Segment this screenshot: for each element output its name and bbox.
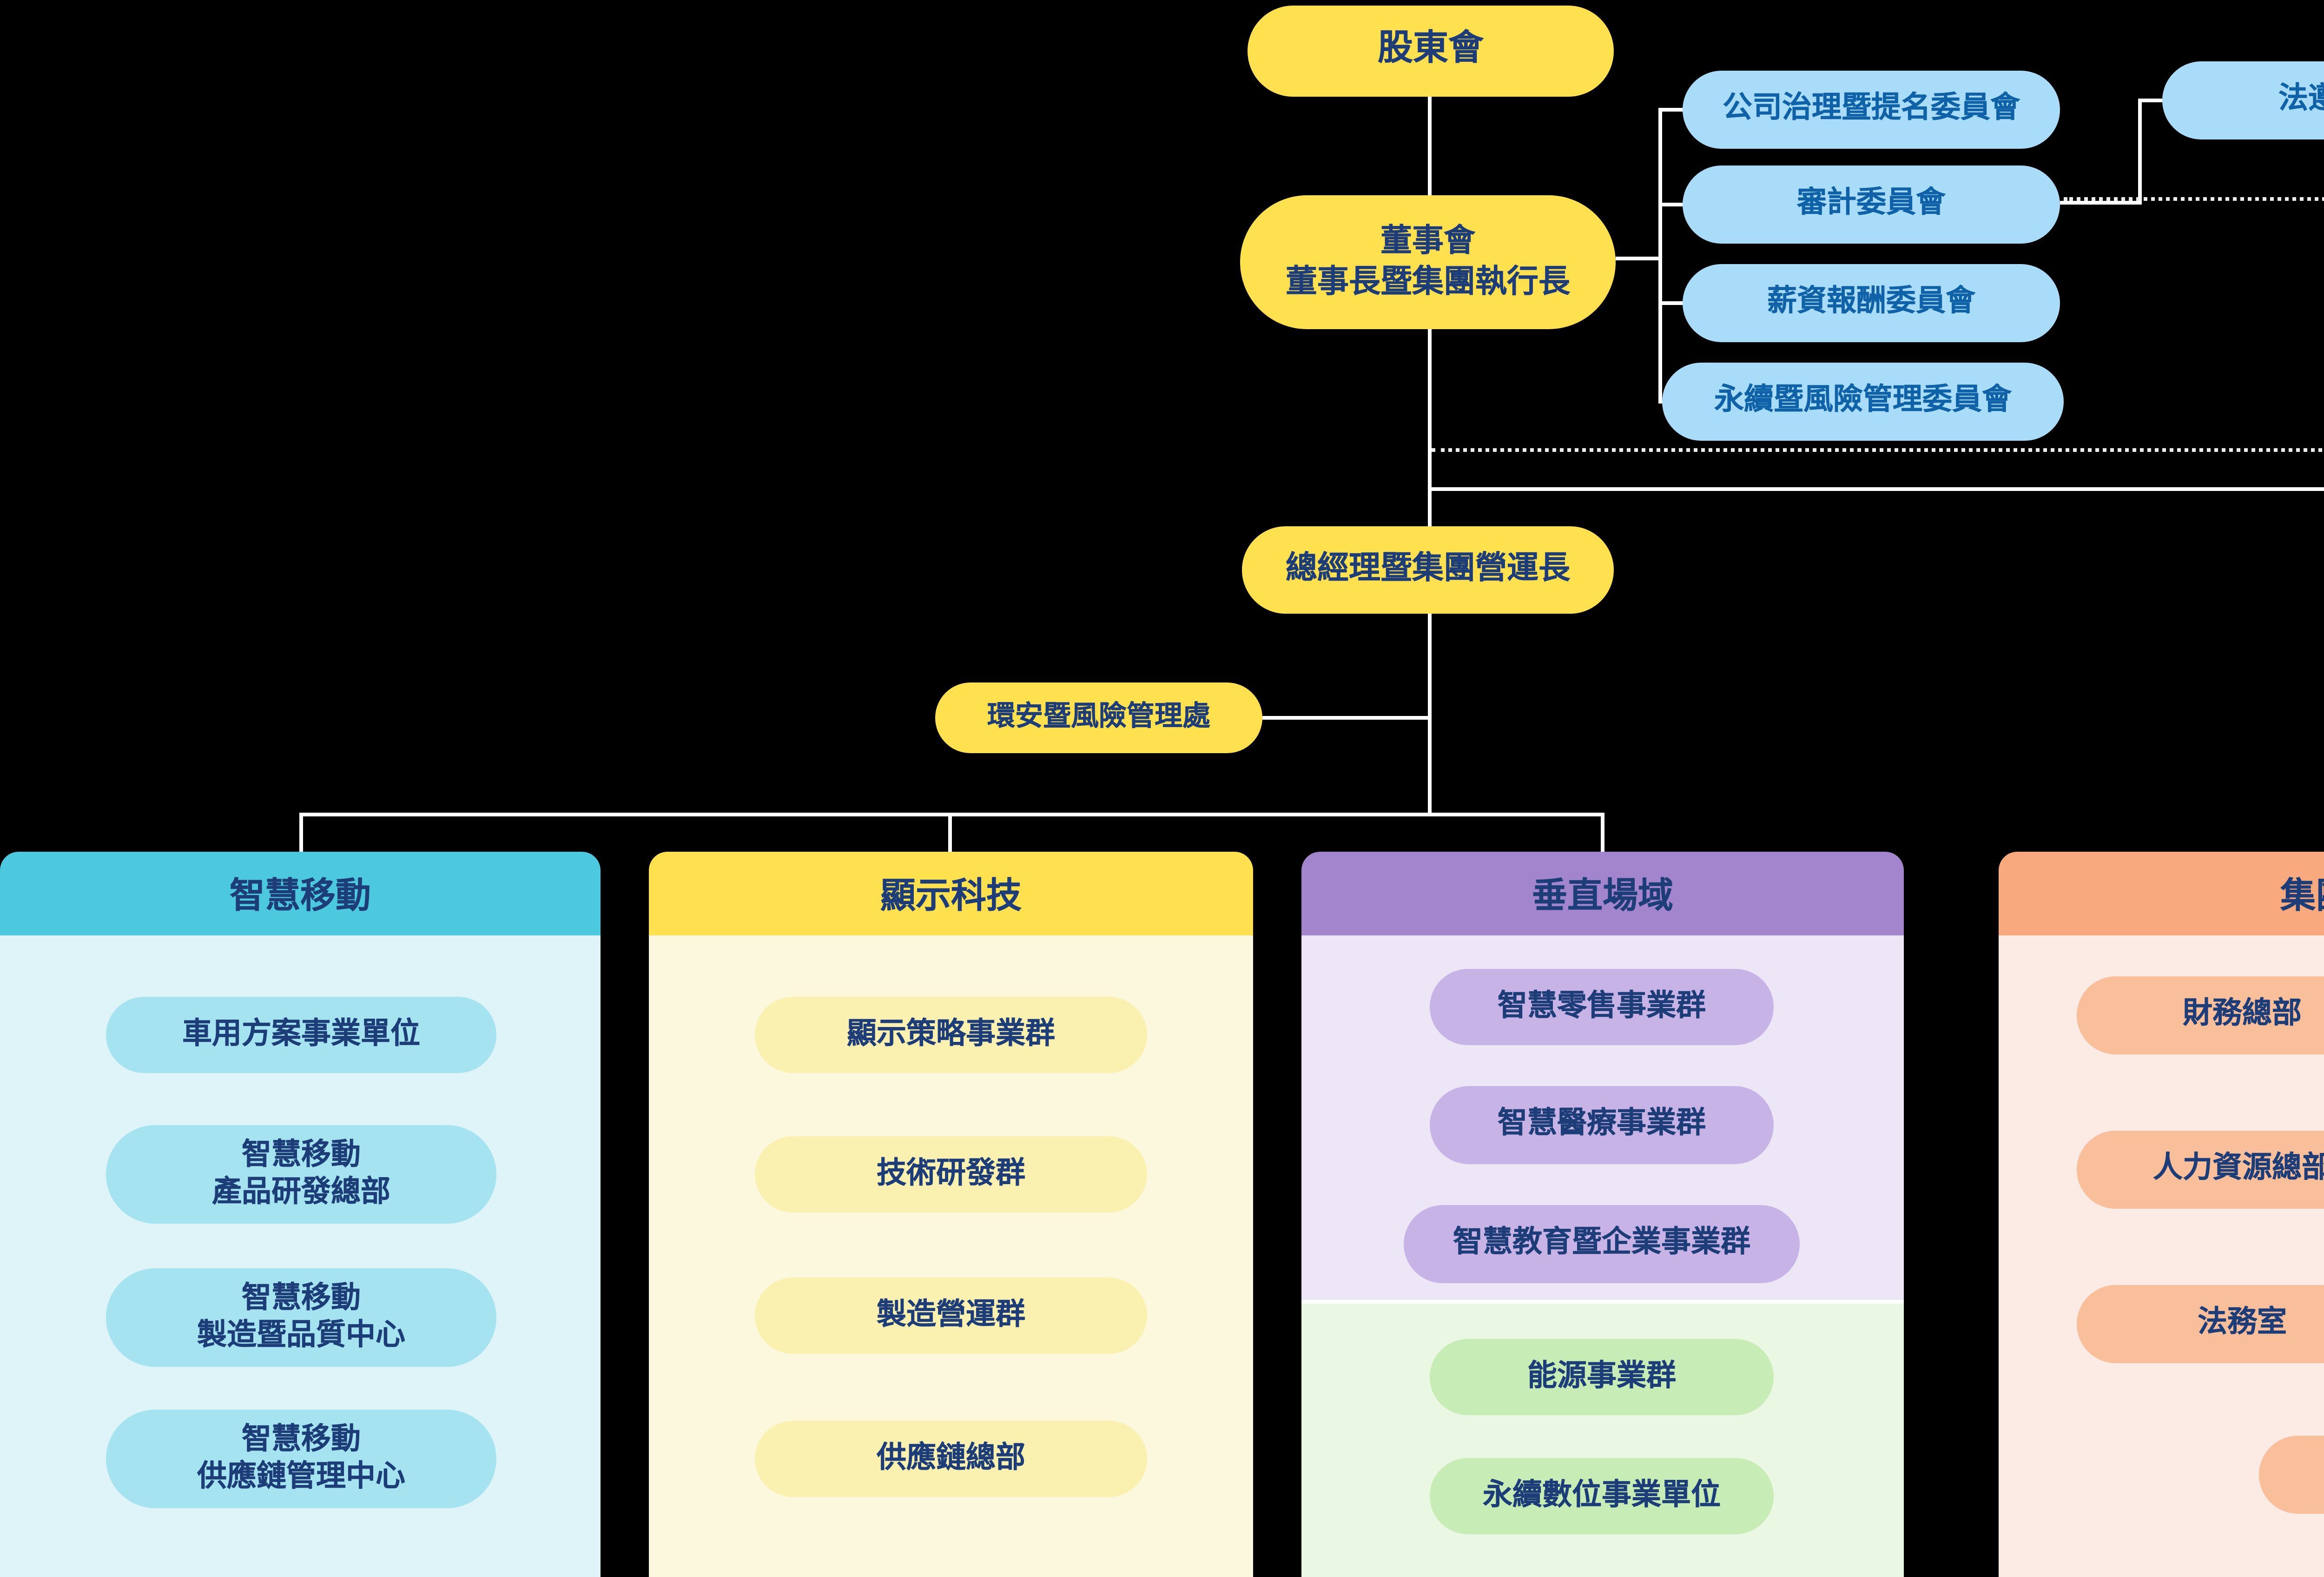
support-item-audit-office: 稽核管理處 xyxy=(2259,1436,2324,1514)
committee-label: 薪資報酬委員會 xyxy=(1767,285,1975,318)
connector-committee-bracket xyxy=(1658,108,1662,404)
item-label: 顯示策略事業群 xyxy=(846,1018,1055,1050)
connector-committee-stub-3 xyxy=(1658,301,1684,305)
vertical-item-education-enterprise: 智慧教育暨企業事業群 xyxy=(1404,1205,1800,1283)
mobility-item-product-rd: 智慧移動 產品研發總部 xyxy=(106,1125,496,1224)
node-committee-sustainability-risk: 永續暨風險管理委員會 xyxy=(1662,363,2064,441)
vertical-item-sustainable-digital: 永續數位事業單位 xyxy=(1430,1458,1774,1534)
display-item-supply-chain: 供應鏈總部 xyxy=(755,1421,1147,1497)
node-coo: 總經理暨集團營運長 xyxy=(1242,526,1614,614)
connector-drop-display xyxy=(948,813,952,852)
group-vertical-header: 垂直場域 xyxy=(1301,852,1904,935)
dotted-compliance-trunk xyxy=(1432,448,2324,452)
dotted-audit-right xyxy=(2064,197,2324,201)
group-vertical-title: 垂直場域 xyxy=(1532,878,1673,917)
item-label-line2: 產品研發總部 xyxy=(211,1176,390,1208)
mobility-item-supply-chain: 智慧移動 供應鏈管理中心 xyxy=(106,1410,496,1508)
node-board-line2: 董事長暨集團執行長 xyxy=(1286,264,1570,299)
group-mobility-header: 智慧移動 xyxy=(0,852,601,935)
connector-ehs xyxy=(1262,716,1430,720)
node-chief-compliance-label: 法遵總顧問 xyxy=(2278,83,2324,115)
item-label-line2: 供應鏈管理中心 xyxy=(197,1461,405,1492)
node-committee-governance: 公司治理暨提名委員會 xyxy=(1683,71,2060,149)
group-support-header: 集團營運支援單位 xyxy=(1999,852,2324,935)
connector-committee-stub-1 xyxy=(1658,108,1684,112)
connector-board-committees xyxy=(1616,257,1662,260)
item-label-line1: 智慧移動 xyxy=(241,1282,361,1314)
item-label: 財務總部 xyxy=(2182,999,2302,1030)
vertical-item-energy: 能源事業群 xyxy=(1430,1339,1774,1415)
display-item-strategy: 顯示策略事業群 xyxy=(755,997,1147,1073)
item-label: 智慧零售事業群 xyxy=(1497,990,1706,1022)
mobility-item-automotive: 車用方案事業單位 xyxy=(106,997,496,1073)
committee-label: 永續暨風險管理委員會 xyxy=(1714,384,2012,416)
connector-shareholders-board xyxy=(1428,97,1432,197)
item-label: 能源事業群 xyxy=(1527,1360,1676,1392)
item-label: 人力資源總部 xyxy=(2152,1153,2324,1185)
item-label: 製造營運群 xyxy=(876,1299,1025,1331)
node-committee-compensation: 薪資報酬委員會 xyxy=(1683,264,2060,342)
node-shareholders: 股東會 xyxy=(1248,6,1614,97)
item-label: 智慧教育暨企業事業群 xyxy=(1452,1227,1750,1259)
vertical-green-divider xyxy=(1301,1300,1904,1304)
item-label-line1: 智慧移動 xyxy=(241,1424,361,1455)
item-label: 車用方案事業單位 xyxy=(182,1018,420,1050)
display-item-mfg-ops: 製造營運群 xyxy=(755,1278,1147,1354)
item-label-line1: 智慧移動 xyxy=(241,1139,361,1171)
group-display-header: 顯示科技 xyxy=(649,852,1253,935)
item-label: 永續數位事業單位 xyxy=(1482,1479,1721,1511)
node-chief-compliance: 法遵總顧問 xyxy=(2162,61,2324,139)
node-ehs-risk-office: 環安暨風險管理處 xyxy=(935,682,1262,753)
item-label: 供應鏈總部 xyxy=(876,1442,1025,1474)
committee-label: 審計委員會 xyxy=(1796,187,1946,219)
group-display-title: 顯示科技 xyxy=(880,878,1022,917)
display-item-tech-rd: 技術研發群 xyxy=(755,1136,1147,1213)
support-item-finance: 財務總部 xyxy=(2077,976,2324,1054)
connector-audit-compliance-v xyxy=(2138,99,2142,205)
item-label: 技術研發群 xyxy=(876,1158,1025,1189)
connector-distribution xyxy=(299,813,1604,816)
mobility-item-mfg-quality: 智慧移動 製造暨品質中心 xyxy=(106,1268,496,1367)
node-board: 董事會 董事長暨集團執行長 xyxy=(1240,195,1616,329)
node-coo-label: 總經理暨集團營運長 xyxy=(1286,551,1570,587)
group-support-title: 集團營運支援單位 xyxy=(2280,878,2324,917)
node-ehs-label: 環安暨風險管理處 xyxy=(987,702,1210,733)
support-item-hr: 人力資源總部 xyxy=(2077,1131,2324,1209)
item-label: 智慧醫療事業群 xyxy=(1497,1108,1706,1140)
support-item-legal: 法務室 xyxy=(2077,1285,2324,1363)
node-board-line1: 董事會 xyxy=(1380,223,1475,258)
vertical-item-medical: 智慧醫療事業群 xyxy=(1430,1086,1774,1164)
connector-drop-mobility xyxy=(299,813,303,852)
committee-label: 公司治理暨提名委員會 xyxy=(1722,92,2020,124)
connector-audit-compliance-h2 xyxy=(2138,99,2166,102)
vertical-item-retail: 智慧零售事業群 xyxy=(1430,969,1774,1045)
item-label-line2: 製造暨品質中心 xyxy=(197,1319,405,1351)
connector-branch-support-h xyxy=(1428,487,2324,491)
group-mobility-title: 智慧移動 xyxy=(229,878,371,917)
node-committee-audit: 審計委員會 xyxy=(1683,166,2060,244)
connector-drop-vertical xyxy=(1601,813,1604,852)
item-label: 法務室 xyxy=(2197,1307,2287,1339)
connector-committee-stub-2 xyxy=(1658,203,1684,206)
node-shareholders-label: 股東會 xyxy=(1377,30,1484,69)
connector-audit-compliance-h1 xyxy=(2060,201,2142,205)
